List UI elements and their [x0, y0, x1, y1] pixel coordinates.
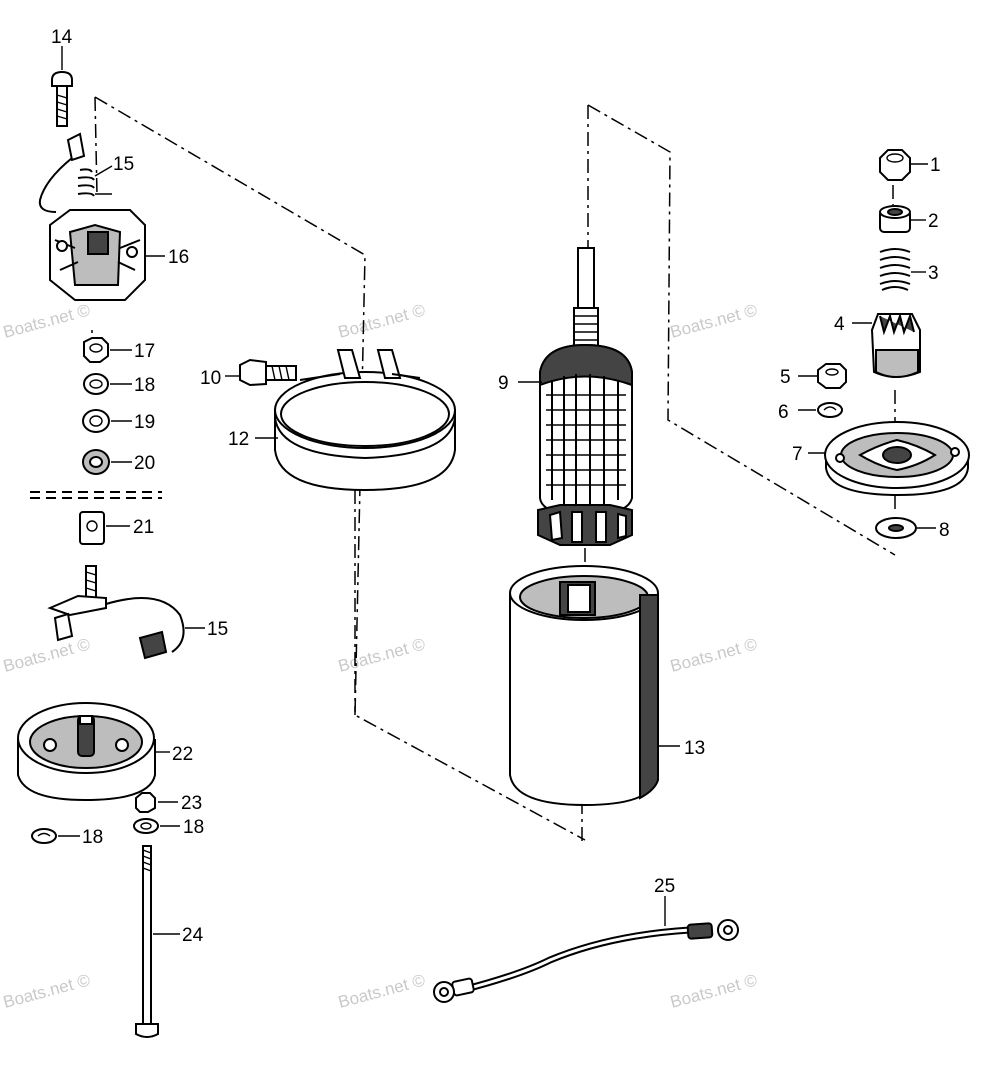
- callout-12: 12: [228, 429, 249, 450]
- callout-25: 25: [654, 876, 675, 897]
- callout-5: 5: [780, 367, 791, 388]
- callout-8: 8: [939, 520, 950, 541]
- watermark: Boats.net ©: [668, 970, 759, 1012]
- nut-part-17: [83, 337, 132, 363]
- washer-part-19: [82, 409, 132, 433]
- callout-15-top: 15: [113, 154, 134, 175]
- washer-part-18-b: [133, 818, 180, 834]
- nut-part-1: [879, 149, 928, 181]
- watermark: Boats.net ©: [336, 300, 427, 342]
- armature-part-9: [518, 247, 633, 546]
- watermark: Boats.net ©: [336, 634, 427, 676]
- brush-holder-part-16: [49, 209, 165, 301]
- callout-19: 19: [134, 412, 155, 433]
- washer-part-8: [875, 517, 936, 539]
- callout-15-lower: 15: [207, 619, 228, 640]
- assembly-lines: [30, 96, 896, 842]
- through-bolt-part-24: [135, 845, 180, 1038]
- callout-labels: 1 2 3 4 5 6 7 8 9 10 12 13 14 15 16 17 1…: [51, 27, 950, 946]
- callout-17: 17: [134, 341, 155, 362]
- cover-band-part-12: [255, 349, 456, 492]
- watermark: Boats.net ©: [1, 634, 92, 676]
- callout-22: 22: [172, 744, 193, 765]
- screw-part-10: [225, 358, 297, 387]
- nut-part-5: [798, 363, 847, 389]
- lockwasher-part-18-c: [31, 828, 80, 844]
- callout-7: 7: [792, 444, 803, 465]
- cable-part-25: [433, 896, 739, 1003]
- commutator-end-frame-part-22: [17, 702, 170, 802]
- callout-23: 23: [181, 793, 202, 814]
- callout-10: 10: [200, 368, 221, 389]
- lockwasher-part-6: [798, 402, 843, 418]
- callout-13: 13: [684, 738, 705, 759]
- callout-24: 24: [182, 925, 204, 946]
- watermark: Boats.net ©: [668, 634, 759, 676]
- callout-16: 16: [168, 247, 189, 268]
- callout-1: 1: [930, 155, 941, 176]
- callout-21: 21: [133, 517, 154, 538]
- nut-part-20: [82, 449, 132, 475]
- brush-and-spring-part-15-top: [38, 132, 113, 213]
- spacer-part-2: [879, 205, 926, 233]
- callout-9: 9: [498, 373, 509, 394]
- callout-2: 2: [928, 211, 939, 232]
- insulator-part-21: [79, 511, 130, 545]
- drive-end-housing-part-7: [808, 421, 970, 497]
- callout-3: 3: [928, 263, 939, 284]
- watermark: Boats.net ©: [668, 300, 759, 342]
- nut-part-23: [135, 792, 178, 813]
- callout-4: 4: [834, 314, 845, 335]
- drive-pinion-part-4: [852, 312, 921, 378]
- field-frame-part-13: [509, 565, 680, 807]
- callout-18-c: 18: [82, 827, 103, 848]
- brush-assembly-part-15-lower: [47, 565, 205, 660]
- watermark: Boats.net ©: [1, 970, 92, 1012]
- spring-part-3: [879, 248, 926, 291]
- watermark: Boats.net ©: [336, 970, 427, 1012]
- callout-20: 20: [134, 453, 155, 474]
- callout-6: 6: [778, 402, 789, 423]
- screw-part-14: [51, 46, 73, 127]
- callout-18-b: 18: [183, 817, 204, 838]
- callout-14: 14: [51, 27, 73, 48]
- washer-part-18-a: [83, 373, 132, 395]
- watermark: Boats.net ©: [1, 300, 92, 342]
- callout-18-a: 18: [134, 375, 155, 396]
